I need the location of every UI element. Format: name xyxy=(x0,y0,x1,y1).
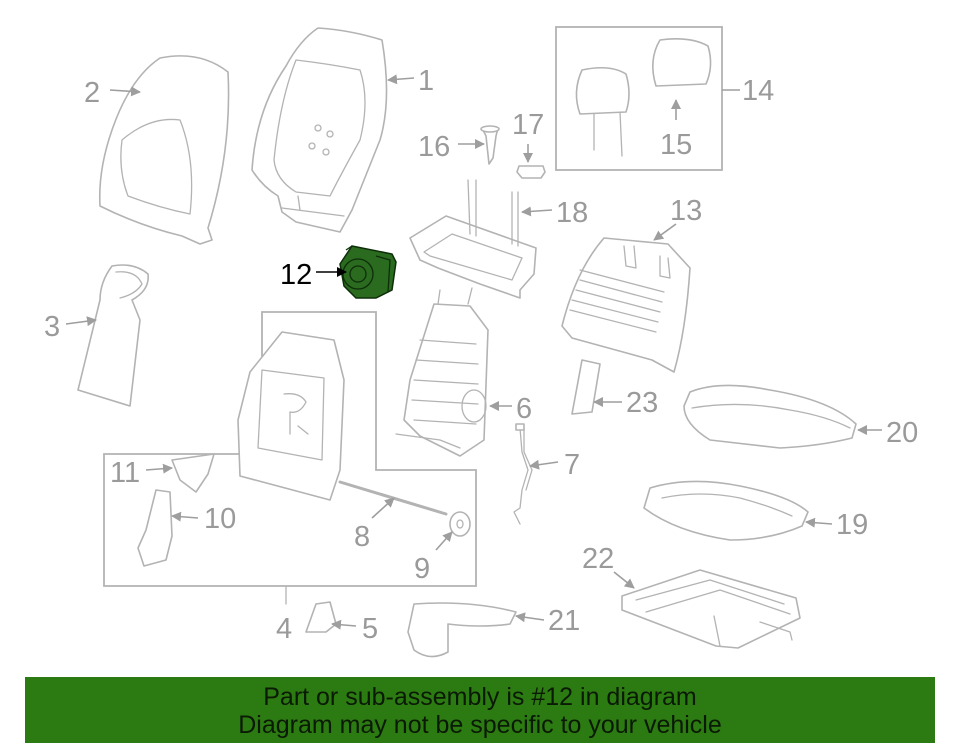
part-5-bracket xyxy=(305,601,337,633)
callout-19: 19 xyxy=(836,509,868,541)
banner-line-1: Part or sub-assembly is #12 in diagram xyxy=(263,683,697,711)
seatback-frame-assembly xyxy=(237,331,345,501)
callout-15: 15 xyxy=(660,129,692,161)
part-23-trim-strip xyxy=(571,359,601,415)
callout-6: 6 xyxy=(516,393,532,425)
callout-7: 7 xyxy=(564,449,580,481)
part-1-seatback-pad xyxy=(251,27,388,233)
callout-16: 16 xyxy=(418,131,450,163)
part-9-washer xyxy=(449,511,471,537)
part-11-side-clip xyxy=(171,453,215,493)
callout-4: 4 xyxy=(276,613,292,645)
callout-23: 23 xyxy=(626,387,658,419)
callout-1: 1 xyxy=(418,65,434,97)
callout-8: 8 xyxy=(354,521,370,553)
part-20-cushion-cover xyxy=(683,384,857,449)
part-17-cap xyxy=(516,165,546,179)
part-16-push-pin xyxy=(480,125,500,165)
callout-5: 5 xyxy=(362,613,378,645)
part-21-side-shield xyxy=(407,602,517,658)
callout-12: 12 xyxy=(280,259,312,291)
callout-3: 3 xyxy=(44,311,60,343)
part-6-seatback-frame xyxy=(395,287,489,457)
callout-13: 13 xyxy=(670,195,702,227)
callout-9: 9 xyxy=(414,553,430,585)
callout-17: 17 xyxy=(512,109,544,141)
callout-10: 10 xyxy=(204,503,236,535)
part-22-seat-adjuster xyxy=(621,569,801,649)
part-3-back-panel xyxy=(77,264,149,407)
callout-20: 20 xyxy=(886,417,918,449)
part-10-recliner-bracket xyxy=(137,489,173,567)
banner-line-2: Diagram may not be specific to your vehi… xyxy=(238,711,722,739)
callout-leaders xyxy=(65,74,882,630)
headrest-group-box xyxy=(555,26,723,171)
part-19-cushion-pad xyxy=(643,480,809,541)
callout-2: 2 xyxy=(84,77,100,109)
part-18-headrest-guide-frame xyxy=(409,179,537,299)
part-12-lumbar-pump-highlighted xyxy=(339,245,397,299)
info-banner: Part or sub-assembly is #12 in diagram D… xyxy=(25,677,935,743)
callout-21: 21 xyxy=(548,605,580,637)
part-2-seatback-cover xyxy=(98,55,230,245)
callout-18: 18 xyxy=(556,197,588,229)
part-7-wire-harness xyxy=(513,423,533,525)
callout-11: 11 xyxy=(110,457,140,489)
part-13-seatback-rear-panel xyxy=(561,237,691,373)
callout-22: 22 xyxy=(582,543,614,575)
callout-14: 14 xyxy=(742,75,774,107)
